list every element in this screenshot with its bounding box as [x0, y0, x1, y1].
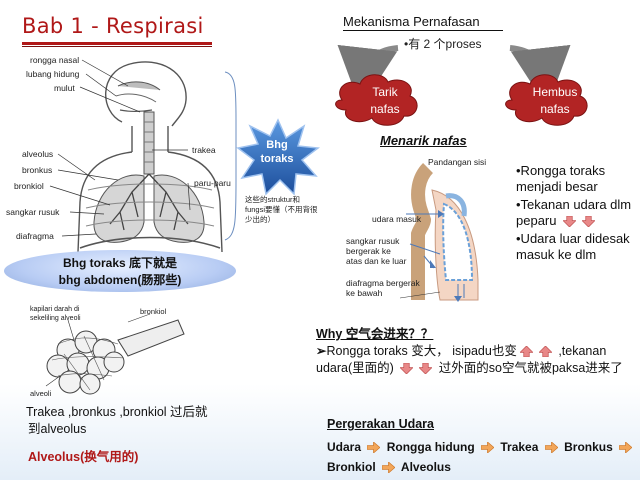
title-underline	[22, 42, 212, 45]
airway-note-line-2: 到alveolus	[28, 422, 87, 436]
label-diafragma: diafragma	[16, 231, 54, 241]
label-alveoli: alveoli	[30, 389, 52, 398]
ellipse-line-2: bhg abdomen(肠那些)	[58, 273, 182, 287]
air-path-row-1: Udara Rongga hidung Trakea Bronkus	[327, 440, 635, 454]
label-sangkar-rusuk: sangkar rusuk	[6, 207, 60, 217]
tarik-line-2: nafas	[370, 102, 400, 116]
label-bronkus: bronkus	[22, 165, 53, 175]
down-arrow-icon	[419, 363, 433, 375]
why-title: Why 空气会进来？？	[316, 327, 434, 341]
airway-note-line-1: Trakea ,bronkus ,bronkiol 过后就	[26, 405, 208, 419]
proses-count: •有 2 个proses	[404, 37, 482, 51]
why-explanation: ➢Rongga toraks 变大， isipadu也变 ,tekanan ud…	[316, 344, 623, 375]
path-bronkus: Bronkus	[564, 440, 613, 454]
path-trakea: Trakea	[500, 440, 539, 454]
path-alveolus: Alveolus	[400, 460, 451, 474]
process-arrows	[335, 44, 588, 126]
down-arrow-icon	[400, 363, 414, 375]
label-rongga-nasal: rongga nasal	[30, 55, 80, 65]
inhale-bullets: •Rongga toraks menjadi besar •Tekanan ud…	[516, 163, 640, 265]
air-path-row-2: Bronkiol Alveolus	[327, 460, 451, 474]
pergerakan-title: Pergerakan Udara	[327, 417, 435, 431]
bhg-toraks-label: Bhg toraks	[260, 139, 294, 165]
label-bronkiol-alveoli: bronkiol	[140, 307, 167, 316]
alveolus-note: Alveolus(换气用的)	[28, 450, 139, 464]
right-arrow-icon	[481, 442, 495, 454]
pandangan-sisi-label: Pandangan sisi	[428, 157, 487, 167]
triangle-bullet-icon: ➢	[316, 344, 327, 358]
ellipse-line-1: Bhg toraks 底下就是	[62, 256, 177, 270]
title-underline-thin	[22, 46, 212, 47]
toraks-abdomen-ellipse: Bhg toraks 底下就是 bhg abdomen(肠那些)	[4, 250, 236, 292]
sangkar-rusuk-label: sangkar rusuk bergerak ke atas dan ke lu…	[346, 236, 407, 266]
label-alveolus: alveolus	[22, 149, 54, 159]
bullet-udara-luar: •Udara luar didesak masuk ke dlm	[516, 231, 630, 262]
label-kapilari: kapilari darah di sekeliling alveoli	[30, 306, 81, 322]
menarik-nafas-title: Menarik nafas	[380, 133, 467, 148]
path-bronkiol: Bronkiol	[327, 460, 376, 474]
why-section: Why 空气会进来？？ ➢Rongga toraks 变大， isipadu也变…	[316, 326, 640, 377]
page-title: Bab 1 - Respirasi	[22, 14, 204, 38]
up-arrow-icon	[519, 346, 533, 358]
bullet-rongga-toraks: •Rongga toraks menjadi besar	[516, 163, 606, 194]
diafragma-label: diafragma bergerak ke bawah	[346, 278, 420, 298]
mekanisma-title: Mekanisma Pernafasan	[343, 14, 480, 29]
up-arrow-icon	[538, 346, 552, 358]
tarik-line-1: Tarik	[372, 85, 398, 99]
side-view-diagram	[399, 163, 479, 302]
airway-note: Trakea ,bronkus ,bronkiol 过后就 到alveolus	[26, 404, 208, 438]
hembus-line-1: Hembus	[532, 85, 578, 99]
udara-masuk-label: udara masuk	[372, 214, 422, 224]
down-arrow-icon	[563, 216, 577, 228]
path-rongga-hidung: Rongga hidung	[386, 440, 475, 454]
label-trakea: trakea	[192, 145, 216, 155]
alveoli-diagram	[45, 313, 185, 395]
star-burst	[236, 118, 320, 196]
label-mulut: mulut	[54, 83, 75, 93]
down-arrow-icon	[582, 216, 596, 228]
bullet-tekanan: •Tekanan udara dlm peparu	[516, 197, 632, 228]
respiratory-system-diagram	[77, 61, 223, 253]
structure-note: 这些的struktur和fungsi要懂（不用背很少出的）	[245, 195, 318, 224]
right-arrow-icon	[382, 462, 396, 474]
label-lubang-hidung: lubang hidung	[26, 69, 80, 79]
right-arrow-icon	[367, 442, 381, 454]
label-paru-paru: paru-paru	[194, 178, 231, 188]
path-udara: Udara	[327, 440, 362, 454]
hembus-line-2: nafas	[540, 102, 570, 116]
label-bronkiol: bronkiol	[14, 181, 44, 191]
right-arrow-icon	[544, 442, 558, 454]
right-arrow-icon	[619, 442, 633, 454]
tarik-nafas-cloud: Tarik nafas	[354, 84, 416, 118]
hembus-nafas-cloud: Hembus nafas	[524, 84, 586, 118]
mekanisma-underline	[343, 30, 503, 31]
